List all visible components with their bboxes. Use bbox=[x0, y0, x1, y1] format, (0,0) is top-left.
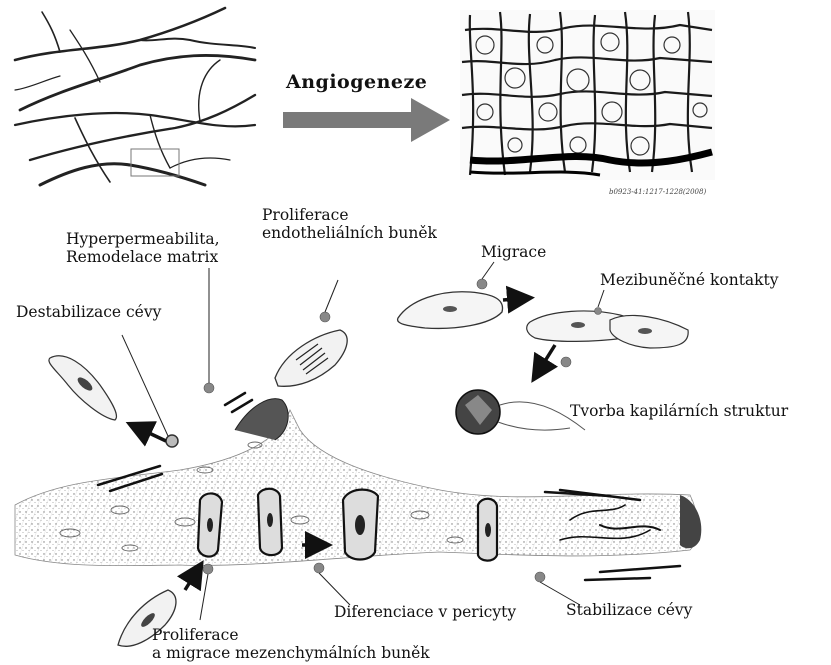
sparse-vessel-network-image bbox=[15, 8, 255, 185]
capillary-tube-cell bbox=[456, 390, 585, 434]
proliferating-endothelial-cell bbox=[275, 330, 347, 386]
label-capillary-formation: Tvorba kapilárních struktur bbox=[570, 401, 788, 421]
label-mesenchymal-proliferation-1: Proliferace bbox=[152, 625, 239, 645]
cell-cell-contact-cells bbox=[527, 311, 688, 348]
label-endothelial-proliferation-1: Proliferace bbox=[262, 205, 349, 225]
label-cell-contacts: Mezibuněčné kontakty bbox=[600, 270, 779, 290]
migrating-cell bbox=[398, 292, 503, 329]
angiogenesis-label: Angiogeneze bbox=[286, 72, 427, 92]
label-hyperpermeability: Hyperpermeabilita, bbox=[66, 229, 220, 249]
label-migration: Migrace bbox=[481, 242, 546, 262]
destabilization-dot bbox=[166, 435, 178, 447]
zoom-box bbox=[131, 149, 179, 176]
dense-capillary-network-image bbox=[460, 10, 715, 180]
label-pericyte-differentiation: Diferenciace v pericyty bbox=[334, 602, 516, 622]
citation: b0923-41:1217-1228(2008) bbox=[609, 182, 706, 202]
label-matrix-remodeling: Remodelace matrix bbox=[66, 247, 218, 267]
leader-lines bbox=[122, 262, 604, 620]
detached-endothelial-cell bbox=[49, 356, 117, 420]
label-stabilization: Stabilizace cévy bbox=[566, 600, 692, 620]
label-endothelial-proliferation-2: endotheliálních buněk bbox=[262, 223, 437, 243]
label-mesenchymal-proliferation-2: a migrace mezenchymálních buněk bbox=[152, 643, 430, 663]
angiogenesis-arrow bbox=[283, 98, 450, 142]
label-destabilization: Destabilizace cévy bbox=[16, 302, 161, 322]
